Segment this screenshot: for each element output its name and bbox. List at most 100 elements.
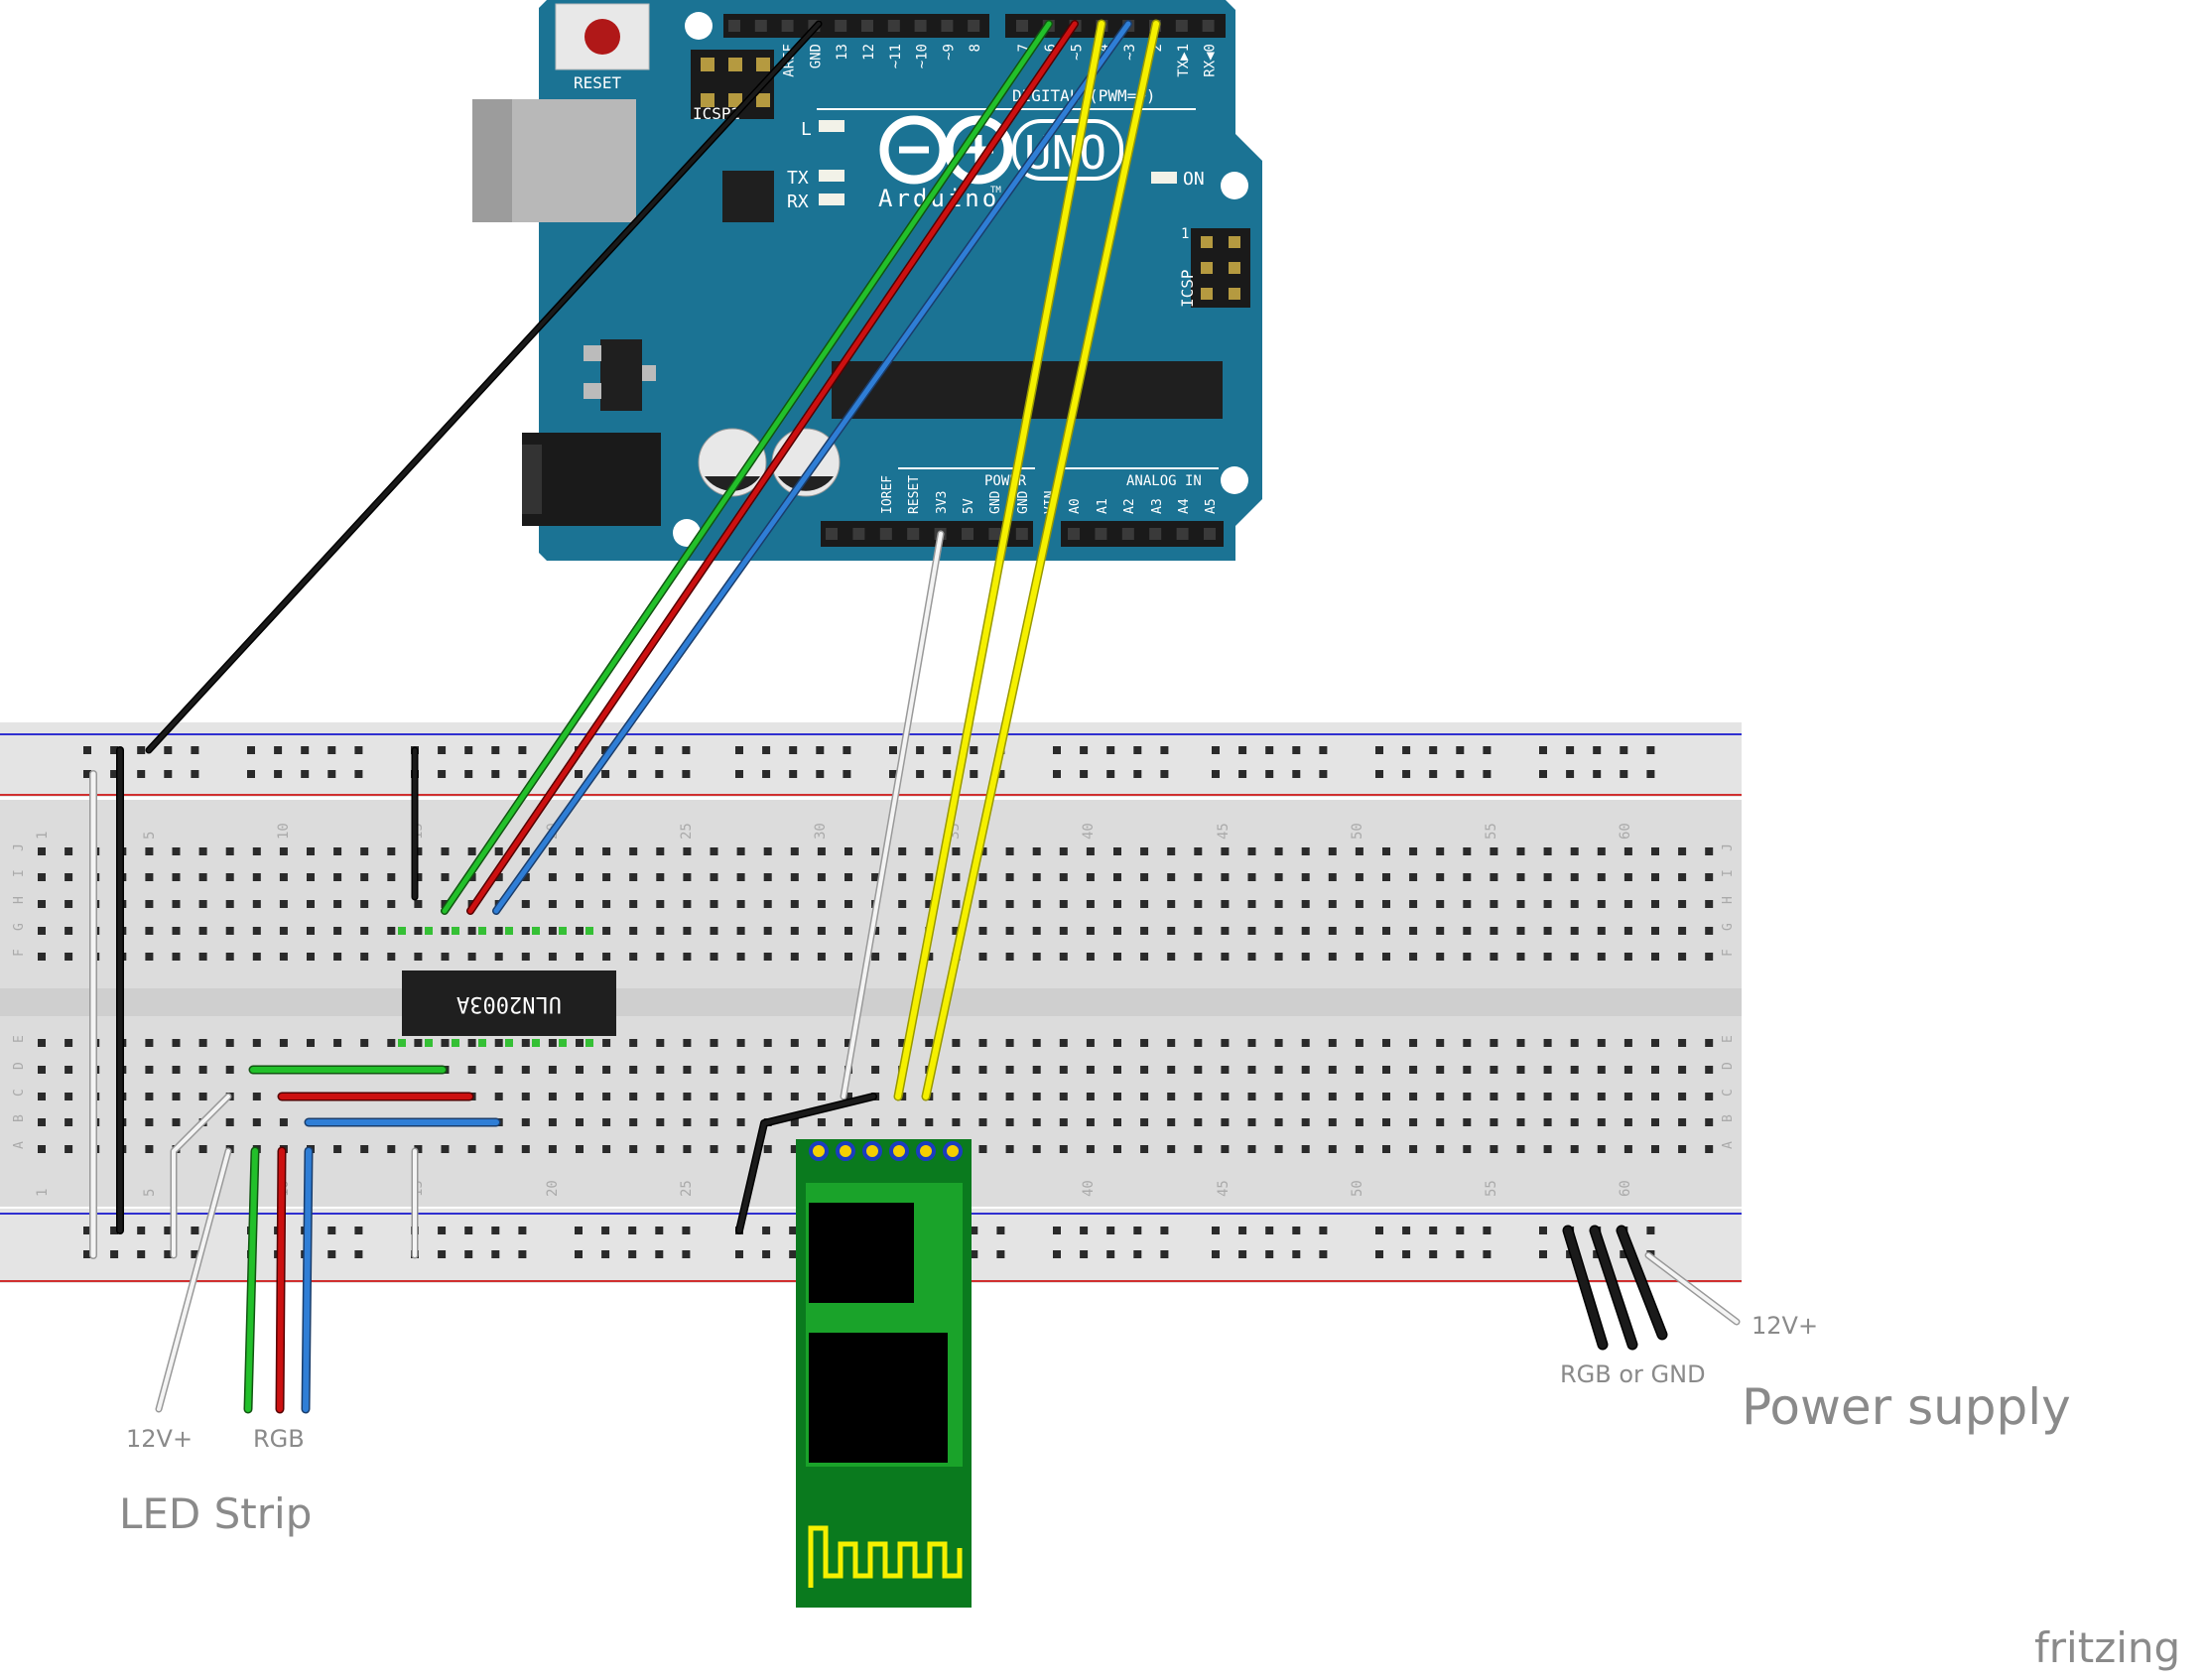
breadboard-hole [38, 900, 46, 908]
breadboard-hole [494, 1066, 503, 1074]
rail-hole [1620, 1250, 1628, 1258]
breadboard-hole [1301, 847, 1310, 855]
rail-hole [327, 746, 336, 754]
rail-hole [137, 770, 146, 778]
breadboard-hole [198, 1093, 207, 1100]
breadboard-hole [494, 873, 503, 881]
rail-hole [682, 770, 691, 778]
breadboard-hole [602, 847, 611, 855]
breadboard-hole [629, 1093, 638, 1100]
breadboard-hole [1059, 1118, 1068, 1126]
breadboard-hole [790, 900, 799, 908]
rail-hole [575, 770, 583, 778]
bluetooth-pin [809, 1141, 829, 1161]
breadboard-hole [1382, 1118, 1390, 1126]
breadboard-hole [710, 1118, 718, 1126]
header-pin [835, 20, 847, 32]
header-pin [754, 20, 767, 32]
rail-hole [83, 1250, 91, 1258]
breadboard-hole [817, 1039, 826, 1047]
breadboard-hole [1247, 953, 1256, 961]
breadboard-hole [1463, 927, 1472, 935]
rail-hole [762, 746, 771, 754]
breadboard-hole [1247, 1145, 1256, 1153]
breadboard-hole [1301, 1093, 1310, 1100]
breadboard-hole [1436, 1118, 1445, 1126]
row-letter: G [12, 923, 27, 931]
breadboard-hole [1436, 900, 1445, 908]
rail-hole [1053, 770, 1061, 778]
breadboard-hole [1059, 847, 1068, 855]
top-pin-label: 13 [835, 44, 850, 61]
breadboard-hole [65, 873, 73, 881]
bottom-pin-label: A0 [1068, 498, 1083, 514]
breadboard-hole [817, 927, 826, 935]
rail-hole [1456, 746, 1465, 754]
bluetooth-pin [916, 1141, 936, 1161]
breadboard-hole [629, 1145, 638, 1153]
breadboard-hole [1382, 1093, 1390, 1100]
breadboard-hole [414, 1145, 423, 1153]
psu-rgb-gnd-label: RGB or GND [1560, 1360, 1706, 1388]
breadboard-hole [1005, 953, 1014, 961]
breadboard-hole [387, 1039, 396, 1047]
breadboard-hole [1490, 900, 1498, 908]
breadboard-hole [1490, 873, 1498, 881]
breadboard-hole [279, 953, 288, 961]
breadboard-hole [307, 847, 315, 855]
rail-hole [1292, 770, 1301, 778]
breadboard-hole [1274, 1066, 1283, 1074]
breadboard-hole [925, 873, 934, 881]
power-jack [522, 433, 661, 526]
rail-hole [628, 746, 637, 754]
breadboard-hole [1678, 1118, 1687, 1126]
breadboard-hole [1570, 1093, 1579, 1100]
rail-hole [789, 1250, 798, 1258]
breadboard-hole [38, 873, 46, 881]
breadboard-hole [790, 1118, 799, 1126]
breadboard-hole [145, 1066, 154, 1074]
breadboard-hole [225, 1118, 234, 1126]
breadboard-hole [1355, 1039, 1363, 1047]
breadboard-hole [38, 1093, 46, 1100]
breadboard-hole [548, 1066, 557, 1074]
psu-12v-label: 12V+ [1752, 1312, 1818, 1340]
breadboard-hole [1382, 900, 1390, 908]
rail-hole [1375, 746, 1383, 754]
top-pin-label: 2 [1149, 44, 1165, 52]
breadboard-hole [279, 1039, 288, 1047]
bottom-pin-label: GND [988, 490, 1003, 514]
rail-hole [996, 1250, 1005, 1258]
breadboard-hole [871, 1066, 880, 1074]
breadboard-hole [629, 900, 638, 908]
breadboard-hole [952, 927, 961, 935]
rail-hole [789, 770, 798, 778]
bluetooth-pin [943, 1141, 963, 1161]
breadboard-hole [172, 953, 181, 961]
connected-hole [532, 927, 540, 935]
breadboard-hole [1167, 1118, 1176, 1126]
breadboard-hole [1005, 927, 1014, 935]
breadboard-hole [548, 873, 557, 881]
rail-hole [970, 1227, 978, 1234]
rail-hole [1593, 770, 1602, 778]
rail-hole [491, 770, 500, 778]
breadboard-hole [602, 900, 611, 908]
breadboard-hole [656, 1118, 665, 1126]
breadboard-hole [360, 1039, 369, 1047]
breadboard-hole [1705, 900, 1714, 908]
breadboard-hole [763, 847, 772, 855]
breadboard-hole [952, 1066, 961, 1074]
breadboard-hole [710, 927, 718, 935]
icsp-right-label: ICSP [1178, 269, 1197, 308]
rail-hole [1265, 770, 1274, 778]
breadboard-hole [1516, 873, 1525, 881]
breadboard-hole [736, 873, 745, 881]
breadboard-hole [1113, 953, 1121, 961]
rail-hole [518, 770, 527, 778]
rail-hole [889, 770, 897, 778]
rail-hole [628, 1227, 637, 1234]
breadboard-hole [656, 953, 665, 961]
breadboard-hole [1328, 847, 1337, 855]
